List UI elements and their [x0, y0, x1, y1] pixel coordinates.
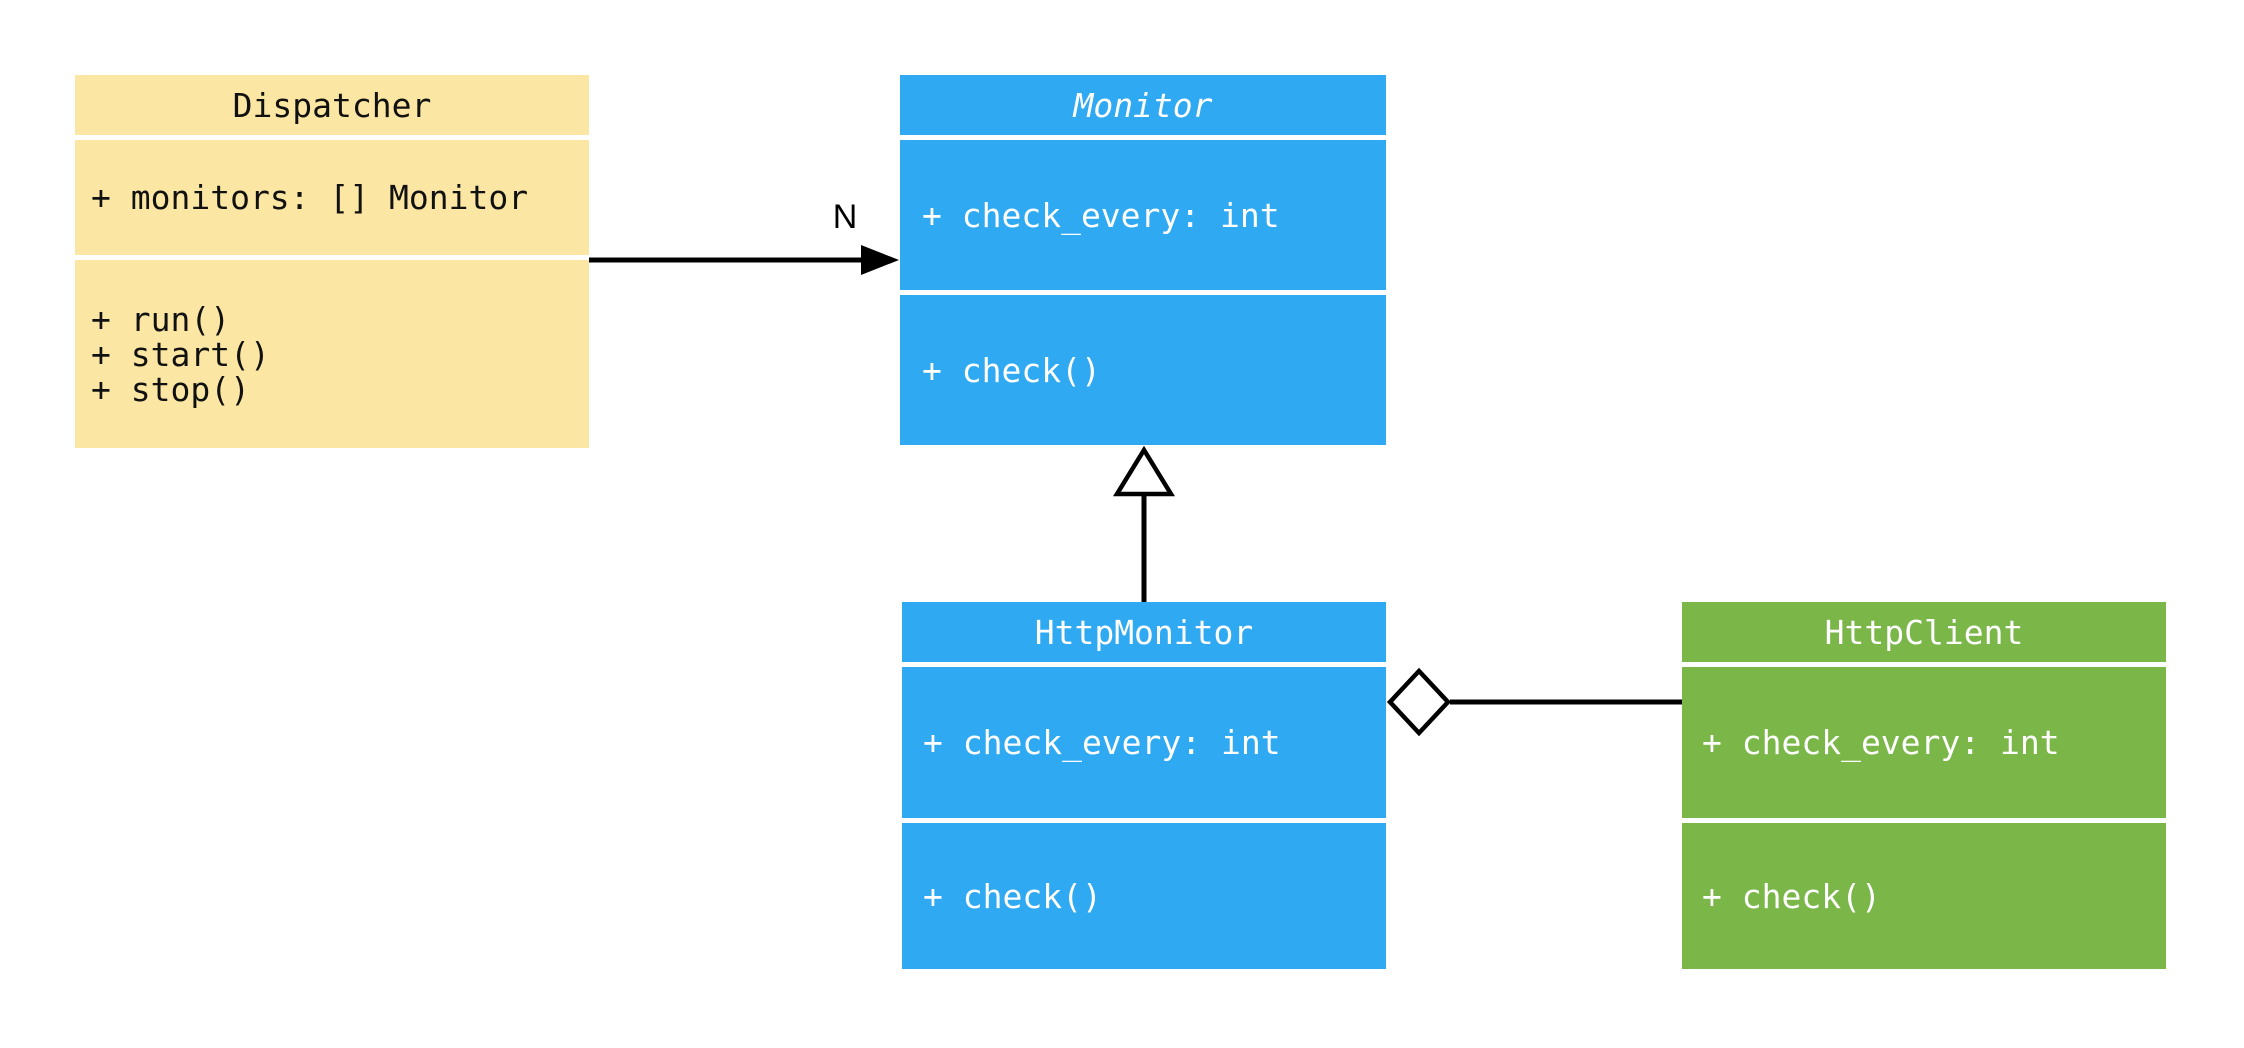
class-box-http-client: HttpClient + check_every: int + check(): [1682, 602, 2166, 969]
attribute-item: + check_every: int: [1702, 723, 2060, 762]
class-title-http-client: HttpClient: [1682, 602, 2166, 662]
class-title-dispatcher: Dispatcher: [75, 75, 589, 135]
class-attributes-monitor: + check_every: int: [900, 140, 1386, 290]
class-box-dispatcher: Dispatcher + monitors: [] Monitor + run(…: [75, 75, 589, 448]
class-box-monitor: Monitor + check_every: int + check(): [900, 75, 1386, 445]
method-item: + start(): [91, 334, 270, 374]
class-title-monitor: Monitor: [900, 75, 1386, 135]
class-methods-http-client: + check(): [1682, 823, 2166, 969]
method-item: + stop(): [91, 369, 250, 409]
aggregation-connector: [1386, 667, 1682, 737]
class-box-http-monitor: HttpMonitor + check_every: int + check(): [902, 602, 1386, 969]
method-item: + check(): [1702, 876, 1881, 916]
class-methods-monitor: + check(): [900, 295, 1386, 445]
aggregation-diamond-icon: [1386, 667, 1452, 737]
class-methods-http-monitor: + check(): [902, 823, 1386, 969]
association-connector: [589, 245, 899, 275]
inheritance-triangle-icon: [1112, 445, 1176, 497]
method-item: + check(): [923, 876, 1102, 916]
method-item: + check(): [922, 350, 1101, 390]
association-arrowhead-icon: [861, 245, 899, 275]
class-attributes-http-client: + check_every: int: [1682, 667, 2166, 818]
attribute-item: + check_every: int: [923, 723, 1281, 762]
inheritance-connector: [1112, 445, 1176, 602]
multiplicity-label: N: [832, 198, 858, 236]
class-title-http-monitor: HttpMonitor: [902, 602, 1386, 662]
attribute-item: + monitors: [] Monitor: [91, 178, 529, 217]
class-methods-dispatcher: + run() + start() + stop(): [75, 260, 589, 448]
attribute-item: + check_every: int: [922, 195, 1280, 235]
class-attributes-http-monitor: + check_every: int: [902, 667, 1386, 818]
method-item: + run(): [91, 299, 231, 339]
class-attributes-dispatcher: + monitors: [] Monitor: [75, 140, 589, 255]
